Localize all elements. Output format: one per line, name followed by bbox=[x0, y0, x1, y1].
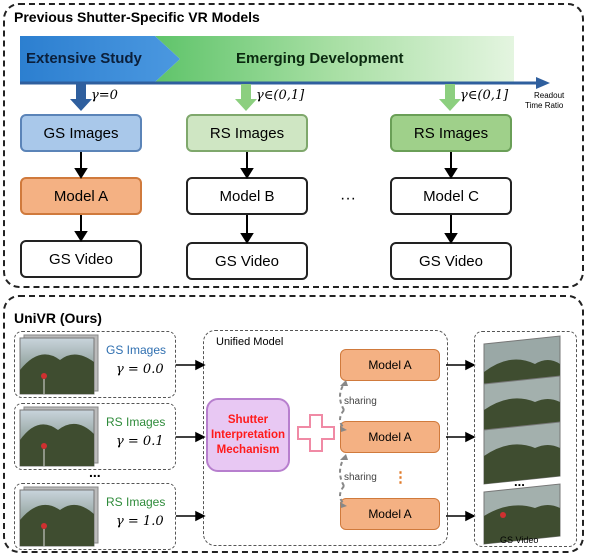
input-label-gs: GS Images bbox=[106, 343, 167, 357]
axis-label-time-ratio: Time Ratio bbox=[525, 101, 564, 110]
input-label-rs-1: RS Images bbox=[106, 415, 166, 429]
shared-model-a-1: Model A bbox=[340, 349, 440, 381]
timeline-banner bbox=[20, 36, 550, 111]
shared-model-a-2: Model A bbox=[340, 421, 440, 453]
univr-panel bbox=[3, 295, 584, 553]
col2-model-b: Model B bbox=[186, 177, 308, 215]
axis-label-readout: Readout bbox=[534, 91, 565, 100]
thumb-rs-2 bbox=[19, 486, 99, 547]
banner-emerging-development: Emerging Development bbox=[236, 50, 404, 67]
plus-icon bbox=[297, 414, 335, 452]
input-gamma-gs: γ = 0.0 bbox=[116, 362, 164, 377]
models-ellipsis: ⋮ bbox=[393, 469, 408, 486]
output-video-box bbox=[474, 331, 577, 547]
input-gamma-rs-1: γ = 0.1 bbox=[116, 434, 164, 449]
thumb-gs bbox=[19, 334, 99, 395]
top-panel-title: Previous Shutter-Specific VR Models bbox=[14, 9, 260, 25]
output-video-label: GS Video bbox=[500, 535, 539, 545]
col3-model-c: Model C bbox=[390, 177, 512, 215]
shared-model-a-3: Model A bbox=[340, 498, 440, 530]
previous-models-panel bbox=[3, 3, 584, 288]
col3-rs-images: RS Images bbox=[390, 114, 512, 152]
gamma-rs-label-1: γ∈(0,1] bbox=[256, 88, 305, 103]
columns-ellipsis: ··· bbox=[340, 190, 356, 207]
inputs-ellipsis: ... bbox=[89, 464, 101, 480]
shutter-interpretation-text: Shutter Interpretation Mechanism bbox=[210, 413, 286, 456]
top-flow-arrows bbox=[74, 152, 458, 244]
gamma-rs-label-2: γ∈(0,1] bbox=[460, 88, 509, 103]
sharing-label-1: sharing bbox=[344, 396, 377, 407]
input-box-rs-2 bbox=[14, 483, 176, 550]
input-box-rs-1 bbox=[14, 403, 176, 470]
bottom-panel-title: UniVR (Ours) bbox=[14, 310, 102, 326]
col2-rs-images: RS Images bbox=[186, 114, 308, 152]
banner-extensive-study: Extensive Study bbox=[26, 50, 142, 67]
col2-gs-video: GS Video bbox=[186, 242, 308, 280]
input-label-rs-2: RS Images bbox=[106, 495, 166, 509]
input-gamma-rs-2: γ = 1.0 bbox=[116, 514, 164, 529]
col1-gs-images: GS Images bbox=[20, 114, 142, 152]
unified-model-label: Unified Model bbox=[216, 336, 284, 348]
sharing-label-2: sharing bbox=[344, 472, 377, 483]
outputs-ellipsis: ... bbox=[514, 474, 525, 489]
shutter-interpretation-box: Shutter Interpretation Mechanism bbox=[206, 398, 290, 472]
extensive-study-arrow bbox=[20, 36, 180, 82]
thumb-rs-1 bbox=[19, 406, 99, 467]
input-box-gs bbox=[14, 331, 176, 398]
gamma-gs-label: γ=0 bbox=[91, 88, 118, 103]
